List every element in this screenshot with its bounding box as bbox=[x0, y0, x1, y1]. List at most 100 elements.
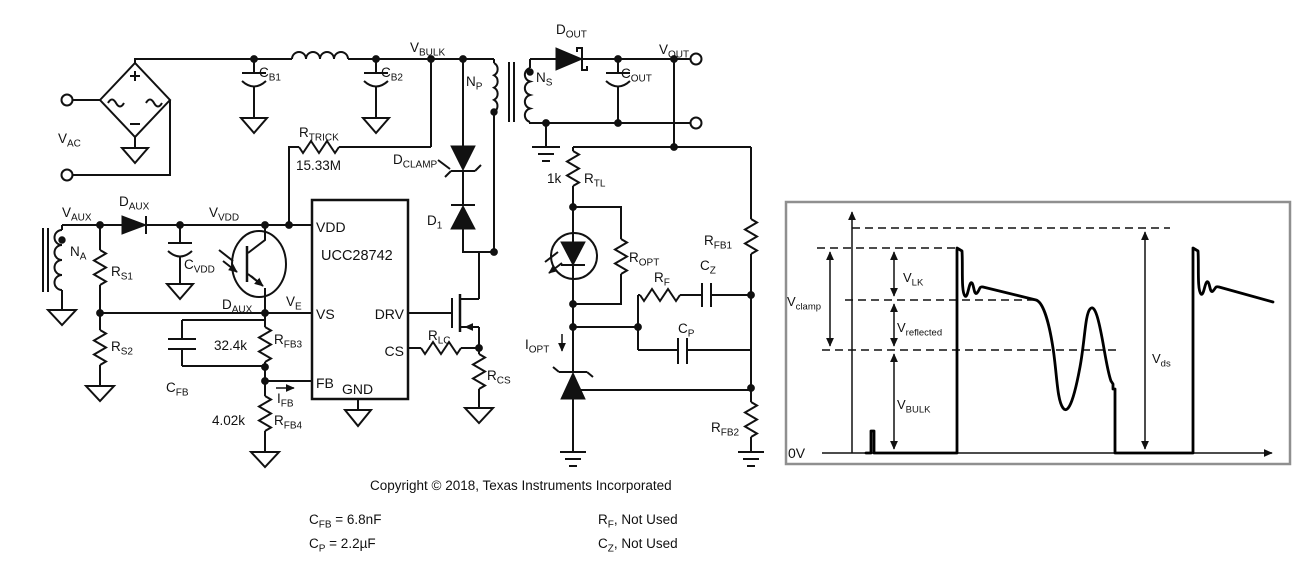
label-vaux: VAUX bbox=[62, 205, 92, 224]
ac-terminal-top bbox=[60, 93, 74, 107]
label-vbulk: VBULK bbox=[410, 40, 445, 59]
na-phase-dot bbox=[58, 236, 66, 244]
label-rs1: RS1 bbox=[111, 264, 133, 283]
np-winding-icon bbox=[491, 62, 499, 113]
label-daux-opto: DAUX bbox=[222, 297, 253, 316]
label-rtrick-value: 15.33M bbox=[296, 158, 341, 173]
mosfet-gate bbox=[408, 298, 453, 328]
label-w-zero: 0V bbox=[788, 445, 806, 461]
label-cb1: CB1 bbox=[259, 65, 281, 84]
aux-core bbox=[42, 228, 49, 292]
resistor-rtl bbox=[565, 147, 581, 207]
fb-divider: 32.4k RFB3 CFB 4.02k RFB4 IFB bbox=[166, 313, 312, 469]
ns-winding-icon bbox=[523, 67, 534, 123]
ground-icon bbox=[238, 117, 270, 135]
compensation-network: RF CZ CP bbox=[573, 258, 751, 364]
ground-icon bbox=[342, 409, 374, 428]
waveform-panel: Vclamp VLK Vreflected VBULK Vds 0V bbox=[784, 200, 1292, 466]
label-w-vbulk: VBULK bbox=[897, 397, 931, 416]
ground-icon bbox=[83, 385, 117, 403]
dout-diode-icon bbox=[555, 47, 584, 71]
ic-pin-drv: DRV bbox=[375, 306, 405, 322]
label-w-vclamp: Vclamp bbox=[787, 294, 821, 313]
ground-icon bbox=[164, 283, 196, 301]
optocoupler-circle bbox=[550, 232, 598, 280]
label-rtrick: RTRICK bbox=[299, 125, 339, 144]
transformer-core bbox=[508, 62, 515, 122]
label-rs2: RS2 bbox=[111, 339, 133, 358]
return-terminal bbox=[689, 116, 703, 130]
earth-ground-icon bbox=[532, 123, 560, 162]
optocoupler-phototransistor: DAUX VE bbox=[218, 225, 302, 317]
optocoupler-led: ROPT bbox=[545, 203, 659, 308]
emi-inductor-icon bbox=[291, 51, 349, 60]
label-rf: RF bbox=[654, 270, 670, 289]
cap-cvdd: CVDD bbox=[164, 225, 215, 301]
cap-cfb bbox=[168, 319, 265, 367]
label-vout: VOUT bbox=[659, 42, 689, 61]
resistor-rcs bbox=[471, 348, 487, 408]
earth-ground-icon bbox=[560, 399, 586, 467]
label-cp: CP bbox=[678, 321, 695, 340]
ic-pin-vdd: VDD bbox=[316, 219, 346, 235]
ic-ucc28742: VDD UCC28742 VS FB GND DRV CS bbox=[310, 198, 410, 428]
shunt-triangle-icon bbox=[560, 371, 586, 400]
label-dclamp: DCLAMP bbox=[393, 152, 438, 171]
resistor-rtrick: RTRICK 15.33M bbox=[288, 59, 432, 225]
notes-block: Copyright © 2018, Texas Instruments Inco… bbox=[309, 478, 678, 555]
cap-cout: COUT bbox=[605, 55, 652, 123]
vds-waveform-trace bbox=[864, 246, 1275, 455]
mosfet-stage: RLC RCS bbox=[408, 252, 511, 425]
ac-terminal-bottom bbox=[60, 168, 74, 182]
diode-dout: DOUT bbox=[555, 22, 690, 71]
photo-emitter-arrow bbox=[250, 275, 264, 287]
copyright-text: Copyright © 2018, Texas Instruments Inco… bbox=[370, 478, 672, 493]
resistor-ropt bbox=[573, 206, 629, 305]
photo-light-arrows bbox=[218, 249, 237, 272]
sense-divider: RS1 RS2 bbox=[83, 225, 312, 403]
label-d1: D1 bbox=[427, 213, 443, 232]
vout-terminal bbox=[689, 52, 703, 66]
ns-phase-dot bbox=[526, 68, 534, 76]
label-w-vreflected: Vreflected bbox=[897, 320, 942, 339]
feedback-network: 1k RTL RFB1 RFB2 bbox=[547, 59, 764, 467]
vdd-rail: DAUX VVDD bbox=[62, 194, 312, 235]
label-w-vds: Vds bbox=[1152, 351, 1171, 370]
ground-icon bbox=[119, 147, 151, 165]
led-light-arrows bbox=[545, 251, 563, 273]
label-cout: COUT bbox=[621, 66, 652, 85]
label-ve: VE bbox=[286, 294, 302, 313]
label-rfb4: RFB4 bbox=[274, 413, 303, 432]
cp-branch bbox=[638, 338, 751, 364]
label-cz: CZ bbox=[700, 258, 716, 277]
label-dout: DOUT bbox=[556, 22, 587, 41]
transformer-secondary: NS bbox=[523, 58, 690, 162]
shunt-regulator: IOPT bbox=[525, 304, 751, 467]
label-cb2: CB2 bbox=[381, 65, 403, 84]
na-winding-icon bbox=[53, 229, 63, 291]
ground-icon bbox=[45, 309, 79, 327]
ground-icon bbox=[248, 451, 282, 469]
bridge-polarity-marks bbox=[130, 71, 140, 125]
ac-input: VAC bbox=[58, 93, 171, 182]
label-daux-diode: DAUX bbox=[119, 194, 150, 213]
aux-winding: NA VAUX bbox=[42, 205, 92, 327]
cap-cb2: CB2 bbox=[360, 59, 403, 135]
label-rfb3: RFB3 bbox=[274, 332, 303, 351]
ic-pin-vs: VS bbox=[316, 306, 335, 322]
dclamp-diode-icon bbox=[450, 145, 476, 172]
label-ropt: ROPT bbox=[629, 250, 659, 269]
bridge-rectifier-icon bbox=[98, 61, 172, 165]
note-rf: RF, Not Used bbox=[598, 512, 678, 531]
label-ifb: IFB bbox=[277, 391, 294, 410]
label-np: NP bbox=[466, 74, 483, 93]
clamp-network: DCLAMP D1 bbox=[393, 59, 494, 253]
label-w-vlk: VLK bbox=[903, 270, 924, 289]
dclamp-leader bbox=[437, 159, 451, 170]
label-rfb3-value: 32.4k bbox=[214, 338, 247, 353]
bulk-rail: VBULK bbox=[134, 40, 494, 63]
led-icon bbox=[560, 241, 586, 267]
label-cvdd: CVDD bbox=[184, 257, 215, 276]
